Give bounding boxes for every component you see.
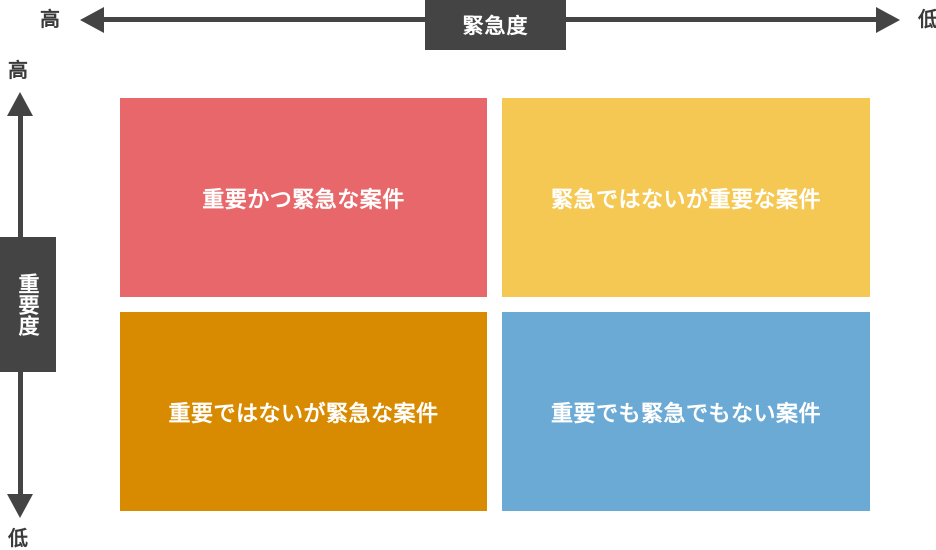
importance-low-label: 低	[8, 526, 28, 550]
quadrant-label: 緊急ではないが重要な案件	[550, 187, 821, 213]
quadrant-not-important-not-urgent: 重要でも緊急でもない案件	[502, 312, 870, 511]
quadrant-label: 重要ではないが緊急な案件	[168, 401, 439, 427]
quadrant-label: 重要かつ緊急な案件	[202, 187, 405, 213]
urgency-low-label: 低	[918, 7, 936, 31]
importance-high-label: 高	[8, 58, 28, 82]
quadrant-important-not-urgent: 緊急ではないが重要な案件	[502, 98, 870, 297]
arrow-right-icon	[876, 7, 900, 33]
quadrant-important-urgent: 重要かつ緊急な案件	[120, 98, 487, 297]
urgency-axis-label: 緊急度	[425, 0, 566, 50]
arrow-down-icon	[7, 494, 33, 518]
urgency-high-label: 高	[40, 7, 60, 31]
quadrant-label: 重要でも緊急でもない案件	[550, 401, 821, 427]
importance-axis-label: 重要度	[0, 237, 56, 372]
quadrant-urgent-not-important: 重要ではないが緊急な案件	[120, 312, 487, 511]
